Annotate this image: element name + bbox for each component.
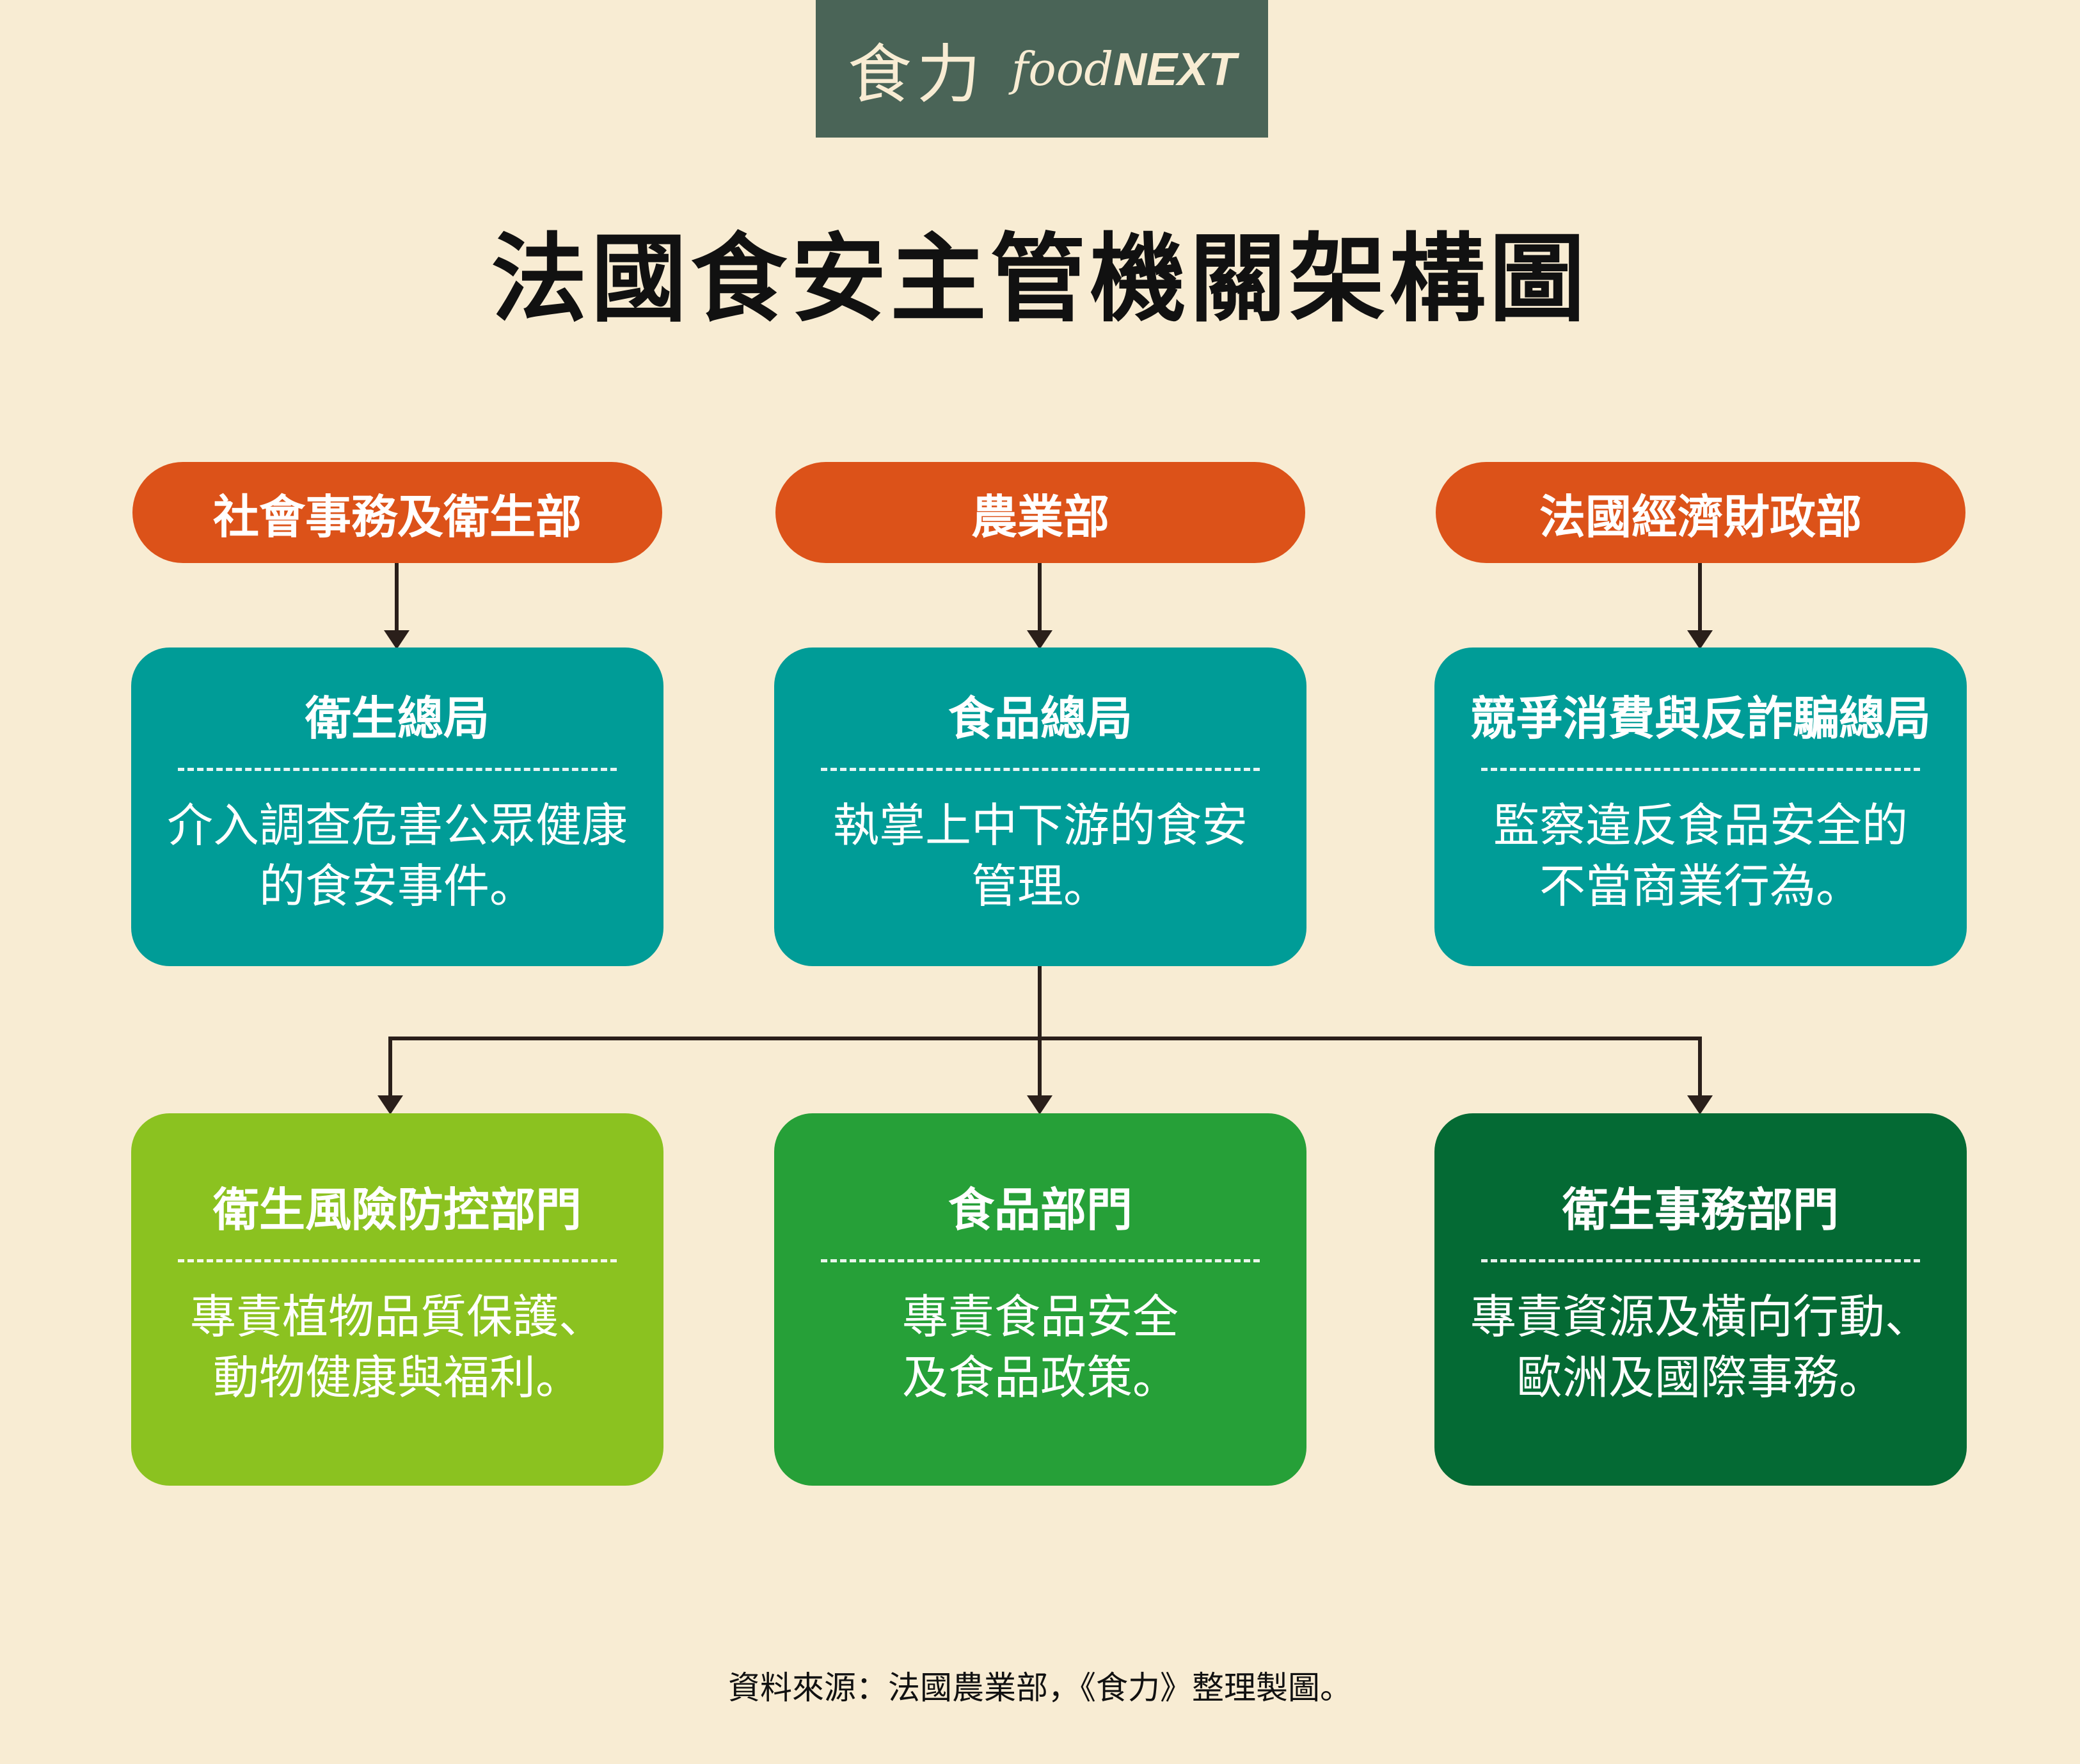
dashed-divider	[178, 1259, 617, 1263]
desc-line: 專責食品安全	[901, 1290, 1179, 1344]
logo-english-bold: NEXT	[1113, 44, 1237, 95]
agency-desc: 介入調查危害公眾健康 的食安事件。	[131, 795, 663, 917]
dashed-divider	[1481, 768, 1920, 772]
desc-line: 介入調查危害公眾健康	[166, 799, 628, 853]
department-desc: 專責食品安全 及食品政策。	[774, 1287, 1306, 1408]
desc-line: 的食安事件。	[258, 859, 536, 914]
agency-competition-fraud: 競爭消費與反詐騙總局 監察違反食品安全的 不當商業行為。	[1434, 648, 1967, 966]
agency-title: 競爭消費與反詐騙總局	[1470, 692, 1931, 745]
logo-english: foodNEXT	[1012, 42, 1236, 96]
desc-line: 歐洲及國際事務。	[1516, 1351, 1885, 1405]
arrowhead-ministry-2	[1027, 630, 1052, 649]
arrowhead-dept-2	[1027, 1095, 1052, 1115]
department-title: 衛生事務部門	[1562, 1183, 1839, 1237]
desc-line: 不當商業行為。	[1539, 859, 1862, 914]
arrowhead-ministry-3	[1687, 630, 1713, 649]
agency-desc: 執掌上中下游的食安 管理。	[774, 795, 1306, 917]
department-desc: 專責植物品質保護、 動物健康與福利。	[131, 1287, 663, 1408]
dashed-divider	[821, 1259, 1260, 1263]
agency-title: 食品總局	[948, 692, 1132, 745]
department-food: 食品部門 專責食品安全 及食品政策。	[774, 1113, 1306, 1486]
desc-line: 及食品政策。	[901, 1351, 1179, 1405]
desc-line: 管理。	[971, 859, 1109, 914]
ministry-agriculture: 農業部	[775, 462, 1305, 563]
ministry-economy-finance: 法國經濟財政部	[1436, 462, 1965, 563]
agency-food: 食品總局 執掌上中下游的食安 管理。	[774, 648, 1306, 966]
agency-title: 衛生總局	[305, 692, 489, 745]
dashed-divider	[178, 768, 617, 772]
agency-desc: 監察違反食品安全的 不當商業行為。	[1434, 795, 1967, 917]
dashed-divider	[1481, 1259, 1920, 1263]
desc-line: 執掌上中下游的食安	[832, 799, 1248, 853]
department-health-risk: 衛生風險防控部門 專責植物品質保護、 動物健康與福利。	[131, 1113, 663, 1486]
department-title: 衛生風險防控部門	[212, 1183, 582, 1237]
desc-line: 專責植物品質保護、	[189, 1290, 605, 1344]
logo-english-prefix: food	[1011, 42, 1114, 96]
arrowhead-dept-1	[377, 1095, 403, 1115]
dashed-divider	[821, 768, 1260, 772]
desc-line: 專責資源及橫向行動、	[1470, 1290, 1931, 1344]
arrowhead-ministry-1	[384, 630, 409, 649]
department-desc: 專責資源及橫向行動、 歐洲及國際事務。	[1434, 1287, 1967, 1408]
agency-health: 衛生總局 介入調查危害公眾健康 的食安事件。	[131, 648, 663, 966]
arrowhead-dept-3	[1687, 1095, 1713, 1115]
foodnext-logo: 食力 foodNEXT	[816, 0, 1268, 138]
page-title: 法國食安主管機關架構圖	[491, 224, 1589, 335]
department-title: 食品部門	[948, 1183, 1132, 1237]
department-health-affairs: 衛生事務部門 專責資源及橫向行動、 歐洲及國際事務。	[1434, 1113, 1967, 1486]
desc-line: 動物健康與福利。	[212, 1351, 582, 1405]
source-note: 資料來源：法國農業部，《食力》整理製圖。	[728, 1669, 1352, 1706]
logo-chinese: 食力	[847, 37, 986, 112]
ministry-social-health: 社會事務及衛生部	[132, 462, 662, 563]
desc-line: 監察違反食品安全的	[1493, 799, 1908, 853]
